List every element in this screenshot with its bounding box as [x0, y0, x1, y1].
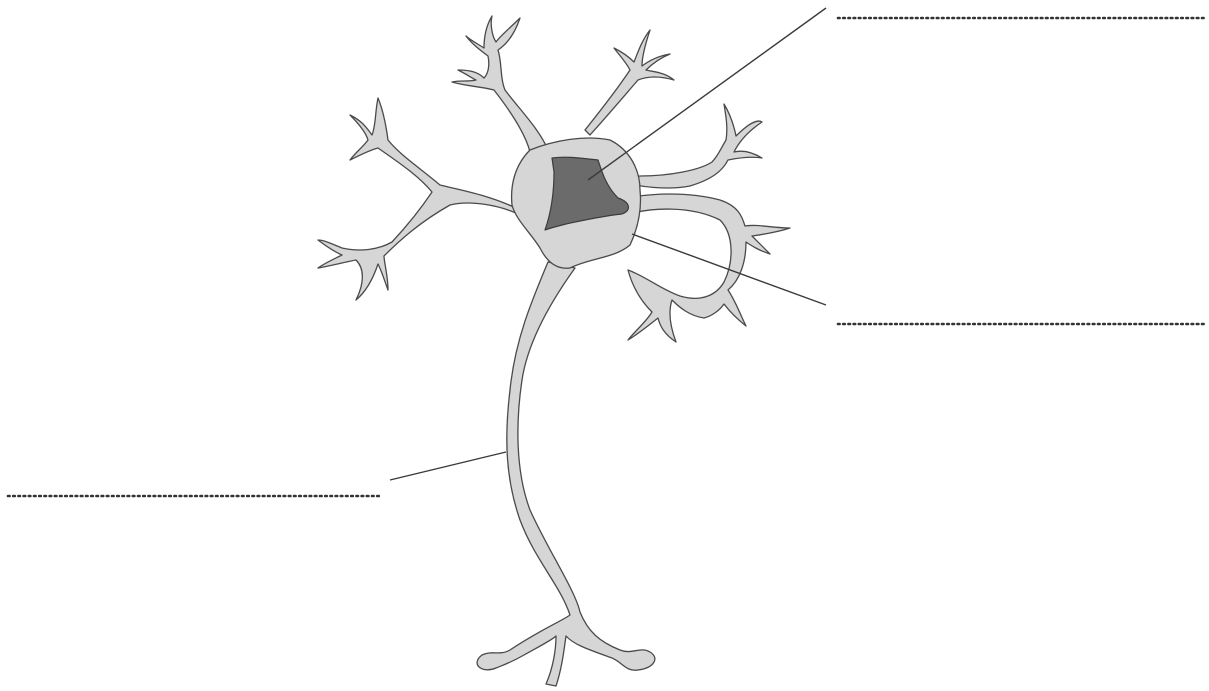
neuron	[318, 16, 790, 686]
axon	[477, 262, 655, 686]
dendrite-upper-right	[585, 30, 674, 135]
dendrite-left	[318, 98, 520, 300]
dendrite-lower-right	[620, 194, 790, 342]
dendrite-upper-left	[452, 16, 548, 152]
leader-line-axon	[390, 452, 506, 480]
